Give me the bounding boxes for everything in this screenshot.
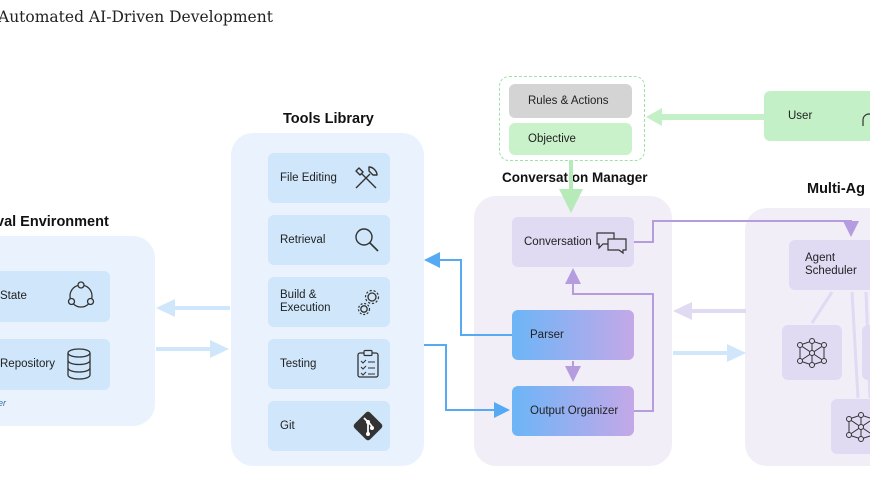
lavender-lines [565,220,859,412]
neural-network-icon [797,338,827,368]
tool-git[interactable]: Git [268,401,390,451]
environment-panel [0,236,155,426]
multi-agent-title: Multi-Ag [807,181,865,197]
green-arrows [559,108,765,213]
git-icon [353,411,383,441]
conversation-label: Conversation [524,235,592,248]
agent-node-3[interactable] [831,399,870,454]
objective-label: Objective [528,132,576,145]
environment-item-repository[interactable]: Repository [0,339,110,390]
clipboard-icon [357,349,379,378]
tool-testing[interactable]: Testing [268,339,390,389]
output-organizer-box[interactable]: Output Organizer [512,386,634,436]
cycle-icon [67,281,95,308]
page-title: Automated AI-Driven Development [0,8,273,26]
agent-scheduler-box[interactable]: Agent Scheduler [789,240,870,290]
tool-label: File Editing [280,171,337,184]
tools-library-title: Tools Library [283,111,374,127]
tool-label: Git [280,419,295,432]
tool-label-line1: Build & [280,289,317,301]
scheduler-links [810,291,870,399]
tools-icon [355,166,378,189]
agent-node-2[interactable] [862,325,870,380]
env-tools-arrows [156,299,230,358]
database-icon [67,348,91,380]
chat-bubbles-icon [596,232,627,255]
user-icon [862,113,870,126]
tool-retrieval[interactable]: Retrieval [268,215,390,265]
objective-box[interactable]: Objective [509,123,632,155]
tool-build-execution[interactable]: Build & Execution [268,277,390,327]
agent-scheduler-line1: Agent [805,252,836,264]
parser-box[interactable]: Parser [512,310,634,360]
tool-file-editing[interactable]: File Editing [268,153,390,203]
tool-label: Testing [280,357,317,370]
rules-actions-label: Rules & Actions [528,94,609,107]
agent-scheduler-line2: Scheduler [805,265,857,277]
gears-icon [357,289,380,316]
conversation-box[interactable]: Conversation [512,217,634,267]
cm-agent-arrows [673,302,746,362]
rules-actions-box[interactable]: Rules & Actions [509,84,632,118]
agent-node-1[interactable] [782,325,842,380]
tool-label: Retrieval [280,233,326,246]
output-organizer-label: Output Organizer [530,404,619,417]
environment-item-label: Repository [0,358,55,370]
conversation-manager-title: Conversation Manager [502,170,648,185]
agent-scheduler-label: Agent Scheduler [805,252,857,278]
magnifier-icon [355,228,379,252]
environment-footer: er [0,398,7,408]
user-box[interactable]: User [764,91,870,141]
parser-label: Parser [530,328,564,341]
neural-network-icon [846,412,870,442]
environment-item-label: State [0,290,27,302]
tool-label-line2: Execution [280,302,331,314]
environment-item-state[interactable]: State [0,271,110,322]
blue-lines [424,252,512,418]
environment-title: val Environment [0,214,109,230]
user-label: User [788,109,813,122]
tool-label: Build & Execution [280,289,331,315]
